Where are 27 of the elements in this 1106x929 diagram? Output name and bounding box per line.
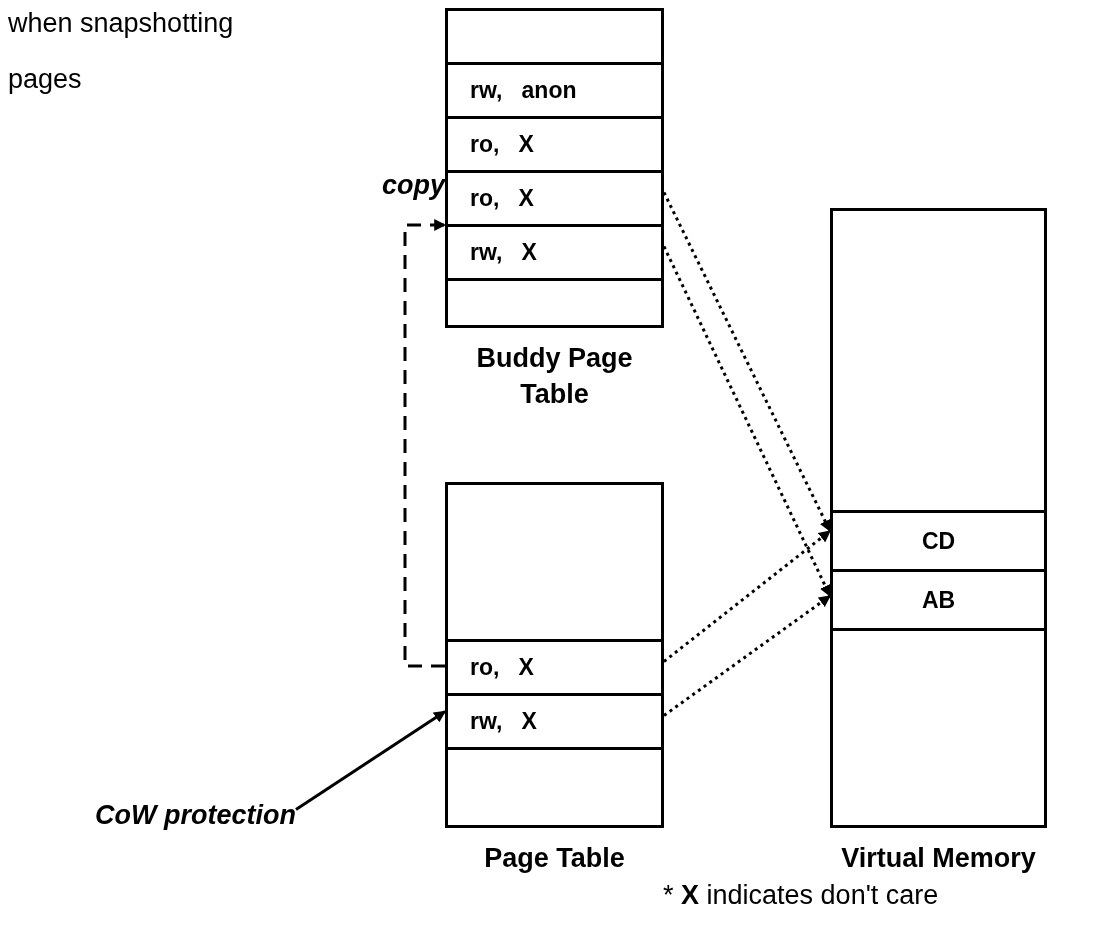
note-text: pages [8,64,82,95]
table-row: rw, X [445,224,664,281]
table-row: rw, X [445,693,664,750]
empty-table-row [830,628,1047,828]
callout-text: CoW protection [95,800,296,831]
table-title: Buddy Page Table [475,342,634,411]
empty-table-row [445,482,664,642]
dotted-arrow [662,245,832,598]
dotted-arrow [663,529,831,663]
empty-table-row [445,278,664,328]
dotted-arrow [663,594,831,717]
table-row: CD [830,510,1047,572]
table-row: ro, X [445,116,664,173]
table-row: ro, X [445,170,664,227]
empty-table-row [445,8,664,65]
dashed-arrow [403,219,447,668]
table-title: Virtual Memory [840,842,1037,875]
arrow [295,710,446,811]
empty-table-row [445,747,664,828]
note-text: *X indicates don't care [663,880,939,911]
note-text: when snapshotting [8,8,234,39]
table-title: Page Table [483,842,626,875]
table-row: ro, X [445,639,664,696]
dotted-arrow [662,191,832,533]
edge-label: copy [382,170,446,201]
table-row: rw, anon [445,62,664,119]
table-row: AB [830,569,1047,631]
